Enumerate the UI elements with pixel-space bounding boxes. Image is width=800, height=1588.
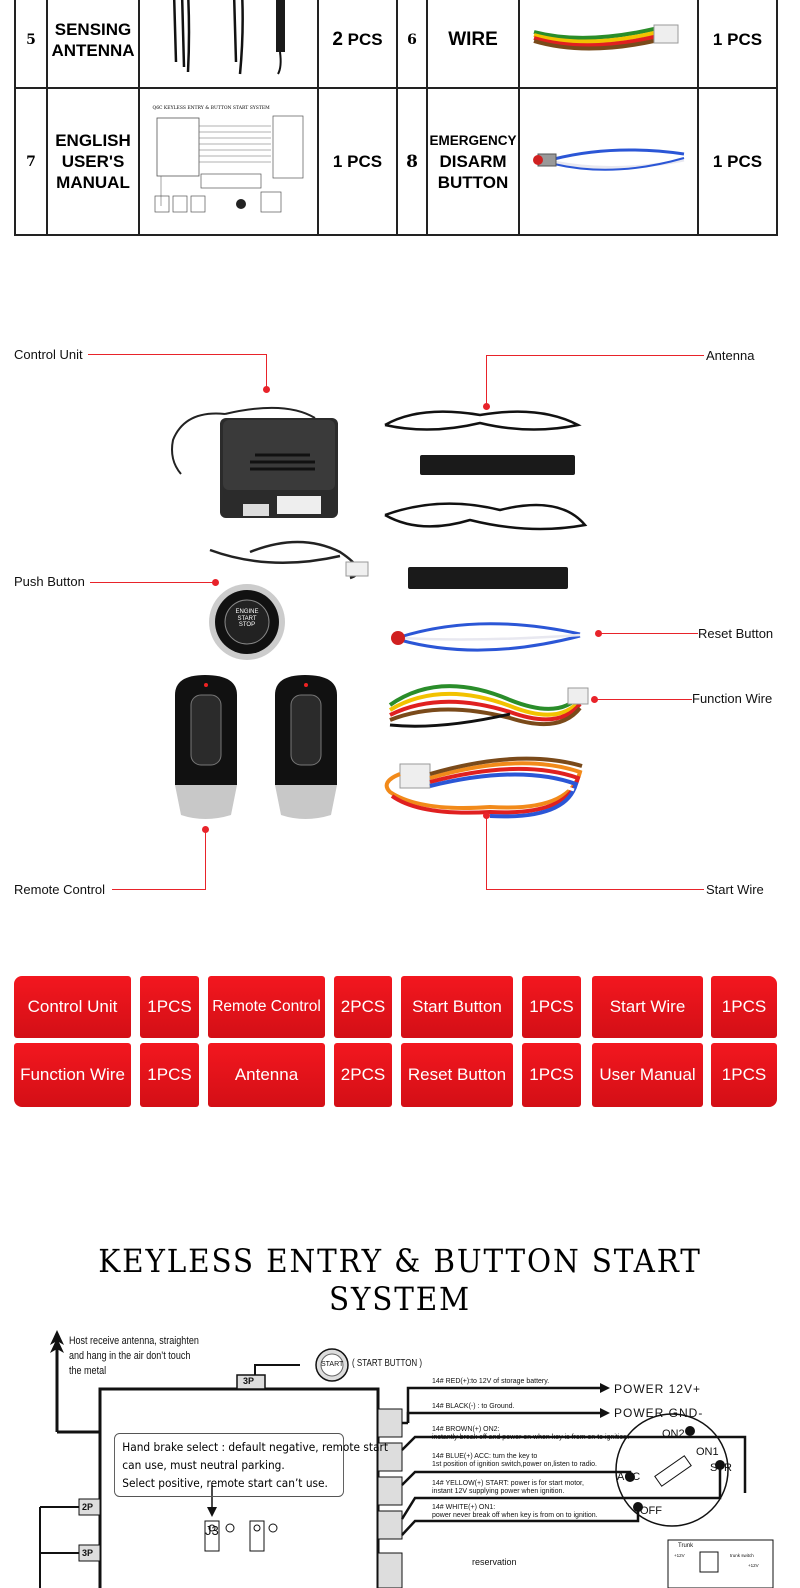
- reset-button-image: [391, 622, 581, 652]
- package-item-qty: 2PCS: [334, 976, 392, 1038]
- callout-line: [266, 354, 267, 389]
- remote-control-image: [175, 675, 337, 819]
- package-item-name: Function Wire: [14, 1043, 131, 1107]
- diagram-title: KEYLESS ENTRY & BUTTON START SYSTEM: [98, 1242, 702, 1318]
- wire-desc-blue: 14# BLUE(+) ACC: turn the key to 1st pos…: [432, 1453, 597, 1468]
- package-item-qty: 2PCS: [334, 1043, 392, 1107]
- parts-table: 5 SENSING ANTENNA 2 PCS 6 WIRE: [14, 0, 778, 236]
- hand-brake-note: Hand brake select : default negative, re…: [114, 1433, 388, 1497]
- power-gnd-label: POWER GND-: [614, 1406, 704, 1420]
- control-unit-label: Control Unit: [14, 347, 83, 362]
- engine-start-stop-text: ENGINE START STOP: [235, 609, 259, 628]
- callout-line: [205, 828, 206, 890]
- package-item-name: Antenna: [208, 1043, 325, 1107]
- reset-button-label: Reset Button: [698, 626, 774, 641]
- connector-3p: 3P: [243, 1376, 255, 1386]
- wire-desc-white: 14# WHITE(+) ON1: power never break off …: [432, 1504, 598, 1519]
- j3-label: J3: [205, 1523, 219, 1538]
- trunk-12v-label-2: +12V: [748, 1563, 759, 1568]
- item-qty: 1 PCS: [697, 0, 778, 89]
- package-item-qty: 1PCS: [140, 976, 199, 1038]
- switch-off: OFF: [640, 1505, 662, 1517]
- item-name: SENSING ANTENNA: [46, 0, 140, 89]
- item-qty: 1 PCS: [697, 87, 778, 236]
- callout-line: [598, 633, 698, 634]
- wire-photo: [518, 0, 699, 89]
- reservation-label: reservation: [472, 1557, 517, 1567]
- package-item-qty: 1PCS: [711, 976, 777, 1038]
- start-wire-image: [384, 756, 583, 819]
- connector-3p-b: 3P: [82, 1548, 94, 1558]
- start-button-label: ( START BUTTON ): [352, 1358, 423, 1369]
- table-row: 7 ENGLISH USER'S MANUAL Q6C KEYLESS ENTR…: [14, 87, 778, 236]
- wire-desc-yellow: 14# YELLOW(+) START: power is for start …: [432, 1480, 584, 1495]
- package-item-name: User Manual: [592, 1043, 703, 1107]
- wiring-diagram-lines: [39, 1330, 774, 1588]
- item-number: 5: [14, 0, 48, 89]
- callout-line: [88, 354, 267, 355]
- switch-on2: ON2: [662, 1428, 685, 1440]
- callout-dot: [483, 403, 490, 410]
- table-row: 5 SENSING ANTENNA 2 PCS 6 WIRE: [14, 0, 778, 89]
- package-item-name: Reset Button: [401, 1043, 513, 1107]
- power-12v-label: POWER 12V+: [614, 1382, 702, 1396]
- callout-dot: [483, 812, 490, 819]
- callout-line: [486, 816, 487, 890]
- item-qty: 2 PCS: [317, 0, 398, 89]
- callout-line: [486, 355, 487, 405]
- function-wire-image: [388, 684, 589, 728]
- disarm-button-photo: [518, 87, 699, 236]
- trunk-12v-label: +12V: [674, 1553, 685, 1558]
- callout-dot: [591, 696, 598, 703]
- item-name: WIRE: [426, 0, 520, 89]
- start-icon-text: START: [321, 1361, 344, 1368]
- start-wire-label: Start Wire: [706, 882, 764, 897]
- function-wire-label: Function Wire: [692, 691, 773, 706]
- item-qty: 1 PCS: [317, 87, 398, 236]
- push-button-label: Push Button: [14, 574, 85, 589]
- package-item-qty: 1PCS: [522, 1043, 581, 1107]
- push-button-image: [209, 540, 369, 660]
- wire-desc-black: 14# BLACK(-) : to Ground.: [432, 1403, 515, 1410]
- antenna-label: Antenna: [706, 348, 755, 363]
- callout-line: [90, 582, 216, 583]
- package-item-name: Control Unit: [14, 976, 131, 1038]
- callout-dot: [595, 630, 602, 637]
- trunk-switch-label: trunk switch: [730, 1553, 754, 1558]
- wire-desc-red: 14# RED(+):to 12V of storage battery.: [432, 1378, 550, 1385]
- callout-line: [486, 355, 704, 356]
- switch-on1: ON1: [696, 1446, 719, 1458]
- switch-str: STR: [710, 1462, 732, 1474]
- antenna-note: Host receive antenna, straighten and han…: [69, 1335, 199, 1377]
- connector-2p: 2P: [82, 1502, 94, 1512]
- switch-acc: ACC: [617, 1471, 641, 1483]
- callout-line: [594, 699, 692, 700]
- item-name: EMERGENCY DISARM BUTTON: [426, 87, 520, 236]
- trunk-label: Trunk: [678, 1543, 694, 1549]
- item-number: 7: [14, 87, 48, 236]
- callout-dot: [202, 826, 209, 833]
- callout-line: [486, 889, 704, 890]
- package-item-name: Start Button: [401, 976, 513, 1038]
- antenna-image: [384, 410, 588, 589]
- package-item-name: Start Wire: [592, 976, 703, 1038]
- item-number: 6: [396, 0, 428, 89]
- manual-thumbnail: Q6C KEYLESS ENTRY & BUTTON START SYSTEM: [138, 87, 319, 236]
- package-item-qty: 1PCS: [140, 1043, 199, 1107]
- remote-control-label: Remote Control: [14, 882, 106, 897]
- callout-line: [112, 889, 206, 890]
- package-item-name: Remote Control: [208, 976, 325, 1038]
- antenna-photo: [138, 0, 319, 89]
- package-item-qty: 1PCS: [711, 1043, 777, 1107]
- wire-desc-brown: 14# BROWN(+) ON2: instantly break off an…: [432, 1426, 630, 1441]
- callout-dot: [263, 386, 270, 393]
- item-name: ENGLISH USER'S MANUAL: [46, 87, 140, 236]
- control-unit-image: [171, 406, 338, 518]
- callout-dot: [212, 579, 219, 586]
- package-item-qty: 1PCS: [522, 976, 581, 1038]
- item-number: 8: [396, 87, 428, 236]
